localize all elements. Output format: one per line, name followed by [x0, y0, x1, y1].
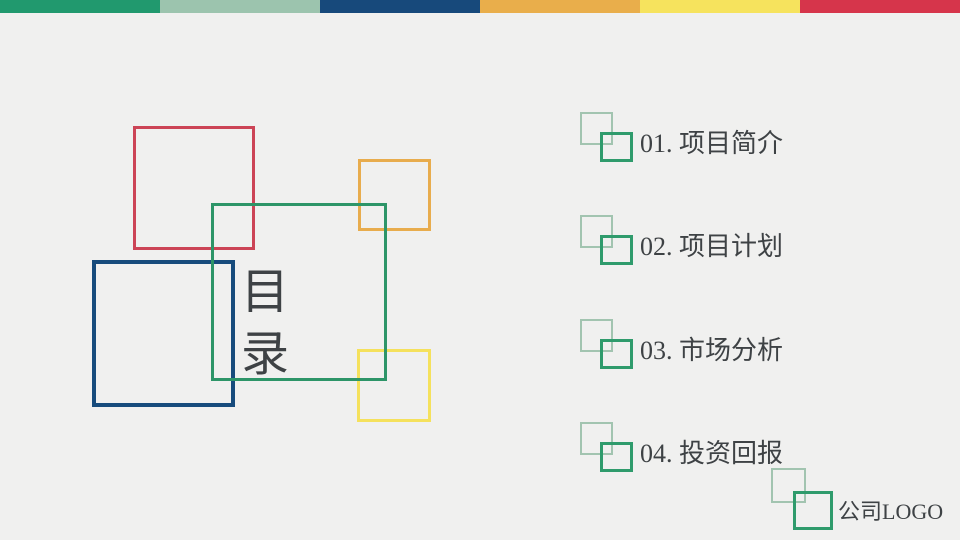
page-title-char-2: 录: [240, 328, 289, 381]
page-title: 目 录: [233, 262, 297, 386]
dark-square-icon: [600, 235, 633, 265]
topbar-segment-orange: [480, 0, 640, 13]
toc-item-label: 02. 项目计划: [640, 232, 784, 261]
toc-item-label: 03. 市场分析: [640, 336, 784, 365]
light-square-icon: [580, 422, 613, 455]
topbar-segment-sage: [160, 0, 320, 13]
page-title-char-1: 目: [240, 266, 289, 319]
light-square-icon: [580, 112, 613, 145]
red-square-decoration: [133, 126, 255, 250]
toc-item-1[interactable]: 01. 项目简介: [580, 112, 850, 176]
top-color-bar: [0, 0, 960, 13]
topbar-segment-red: [800, 0, 960, 13]
blue-square-decoration: [92, 260, 235, 407]
orange-square-decoration: [358, 159, 431, 231]
yellow-square-decoration: [357, 349, 431, 422]
dark-square-icon: [600, 132, 633, 162]
company-logo: 公司LOGO: [770, 466, 960, 536]
dark-square-icon: [600, 442, 633, 472]
company-logo-label: 公司LOGO: [838, 499, 944, 524]
topbar-segment-blue: [320, 0, 480, 13]
light-square-icon: [580, 215, 613, 248]
toc-item-4[interactable]: 04. 投资回报: [580, 422, 850, 486]
toc-item-3[interactable]: 03. 市场分析: [580, 319, 850, 383]
dark-square-icon: [600, 339, 633, 369]
toc-item-2[interactable]: 02. 项目计划: [580, 215, 850, 279]
topbar-segment-yellow: [640, 0, 800, 13]
dark-square-icon: [793, 491, 833, 530]
topbar-segment-green: [0, 0, 160, 13]
light-square-icon: [580, 319, 613, 352]
toc-item-label: 04. 投资回报: [640, 439, 784, 468]
toc-item-label: 01. 项目简介: [640, 129, 784, 158]
light-square-icon: [771, 468, 806, 503]
green-square-decoration: [211, 203, 387, 381]
